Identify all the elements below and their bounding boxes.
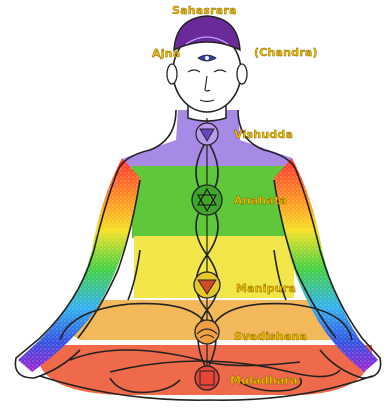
anahata-star-icon [192, 185, 222, 215]
right-ear [237, 64, 247, 84]
muladhara-square-icon [195, 366, 219, 390]
label-muladhara: Muladhara [230, 374, 298, 387]
manipura-triangle-icon [194, 272, 220, 298]
label-vishudda: Vishudda [234, 128, 293, 141]
label-chandra: (Chandra) [254, 46, 318, 59]
label-anahata: Anahata [234, 194, 287, 207]
vishudda-triangle-icon [196, 123, 218, 145]
left-ear [167, 64, 177, 84]
label-svadishana: Svadishana [234, 330, 307, 343]
label-ajna: Ajna [152, 47, 180, 60]
label-sahasrara: Sahasrara [172, 4, 237, 17]
label-manipura: Manipura [236, 282, 296, 295]
svadishana-lotus-icon [195, 320, 219, 344]
head [167, 16, 247, 121]
